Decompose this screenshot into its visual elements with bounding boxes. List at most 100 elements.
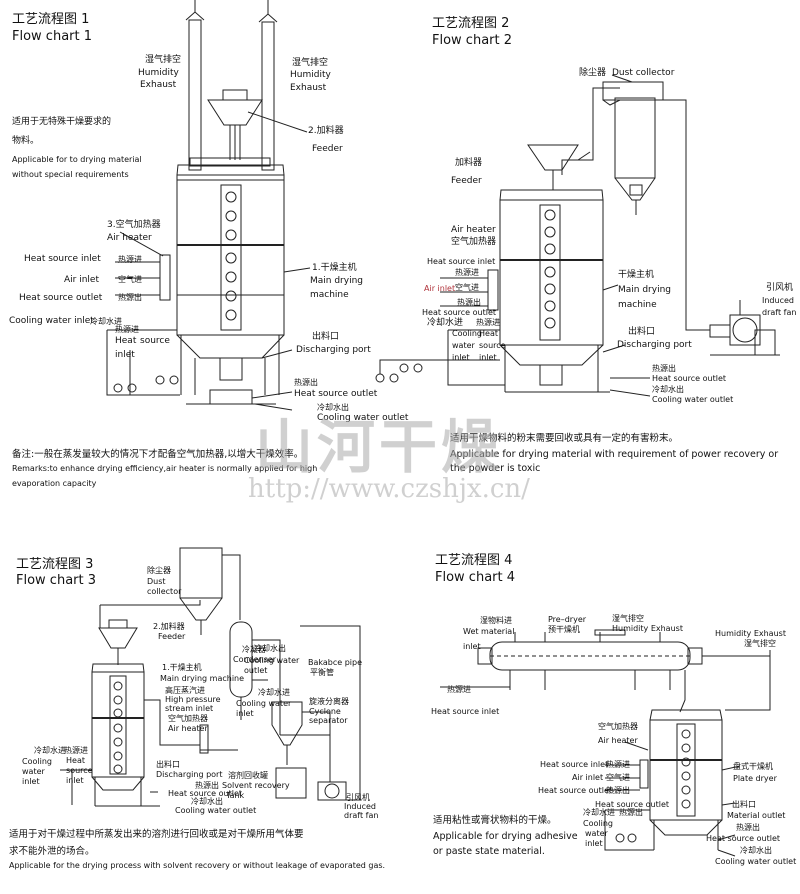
chart2-dust-collector <box>602 81 664 101</box>
chart3-left-heat-en2: source <box>66 766 93 775</box>
chart2-note-en2: the powder is toxic <box>450 463 541 474</box>
chart3-cyclone-en2: separator <box>309 716 348 725</box>
chart2-feeder-en: Feeder <box>451 176 482 186</box>
chart1-cool-in-en: Cooling water inlet <box>9 316 94 326</box>
chart4-cooling: Cooling <box>583 819 613 828</box>
chart2-hs-out-en: Heat source outlet <box>652 374 727 383</box>
chart2-heat-en-a: Heat <box>479 329 498 338</box>
chart4-cw-out-en: Cooling water outlet <box>715 857 797 866</box>
chart3-main-cn: 1.干燥主机 <box>162 663 202 672</box>
chart3-windows <box>113 681 123 774</box>
chart1-main-cn: 1.干燥主机 <box>312 263 357 273</box>
chart3-cw-in-en1: Cooling water <box>236 699 292 708</box>
chart3-hs-out-en: Heat source outlet <box>168 789 243 798</box>
chart4-note-en2: or paste state material. <box>433 846 545 857</box>
chart2-heat-en-c: inlet <box>479 353 497 362</box>
chart2-discharge-cn: 出料口 <box>628 327 656 337</box>
chart3-steam-en1: High pressure <box>165 695 221 704</box>
chart1-drawing <box>106 0 311 411</box>
chart4-hs-out-en: Heat source outlet <box>538 786 613 795</box>
watermark-cn: 山河干燥 <box>255 413 504 481</box>
chart3-air-heater <box>199 724 209 754</box>
chart2-heat-cn2: 热源进 <box>476 318 500 327</box>
chart4-predryer-cn: 预干燥机 <box>548 625 580 634</box>
chart4-hs-out3-cn: 热源出 <box>736 823 760 832</box>
chart1-cw-out-en: Cooling water outlet <box>317 413 409 423</box>
chart1-exhaust-pipe-right <box>261 21 275 171</box>
chart4-hs-out3-en: Heat source outlet <box>706 834 781 843</box>
chart2-drawing <box>375 74 780 397</box>
chart2-inlet-en: inlet <box>452 353 470 362</box>
chart4-hs-in-en: Heat source inlet <box>540 760 609 769</box>
chart4-heat-in-en: Heat source inlet <box>431 707 500 716</box>
chart3-left-heat-en3: inlet <box>66 776 84 785</box>
chart3-main-vessel <box>91 671 145 778</box>
chart3-title-en: Flow chart 3 <box>16 573 97 588</box>
chart2-fan-en2: draft fan <box>762 308 797 317</box>
chart4-cw-in-cn: 冷却水进 <box>583 808 615 817</box>
chart3-bakabce-cn: 平衡管 <box>310 668 334 677</box>
chart1-heat-out-cn: 热源出 <box>118 293 142 302</box>
chart3-steam-cn: 高压蒸汽进 <box>165 686 205 695</box>
chart1-main-en2: machine <box>310 290 349 300</box>
chart2-air-heater <box>487 269 499 311</box>
chart4-note-en1: Applicable for drying adhesive <box>433 831 578 842</box>
chart1-heat-out-en: Heat source outlet <box>19 293 103 303</box>
watermark-url: http://www.czshjx.cn/ <box>248 474 530 504</box>
chart3-feeder-hopper <box>98 627 138 649</box>
chart3-solvent-en2: Tank <box>226 791 245 800</box>
chart3-feeder-cn: 2.加料器 <box>153 622 185 631</box>
chart1-heat-in-cn: 热源进 <box>118 255 142 264</box>
chart1-air-in-cn: 空气进 <box>118 275 142 284</box>
chart1-title-cn: 工艺流程图 1 <box>12 12 90 27</box>
chart1-suitable-cn1: 适用于无特殊干燥要求的 <box>12 117 112 127</box>
chart1-remark-cn: 备注:一般在蒸发量较大的情况下才配备空气加热器,以增大干燥效率。 <box>12 449 304 460</box>
chart1-title-en: Flow chart 1 <box>12 29 93 44</box>
chart4-exhaust2-en: Humidity Exhaust <box>715 629 786 638</box>
chart2-dust-en: Dust collector <box>612 68 675 78</box>
chart2-title-cn: 工艺流程图 2 <box>432 16 510 31</box>
chart3-cw-out-cn: 冷却水出 <box>254 644 286 653</box>
chart2-main-cn: 干燥主机 <box>618 270 655 280</box>
chart4-exhaust2-cn: 湿气排空 <box>744 639 776 648</box>
chart2-main-en1: Main drying <box>618 285 672 295</box>
chart2-heat-in-en: Heat source inlet <box>427 257 496 266</box>
chart3-induced-fan <box>317 781 347 801</box>
chart4-hs-out-cn: 热源出 <box>606 786 630 795</box>
chart1-air-heater <box>159 254 171 301</box>
chart3-feeder-en: Feeder <box>158 632 186 641</box>
chart4-title-cn: 工艺流程图 4 <box>435 553 513 568</box>
chart2-cooling-en: Cooling <box>452 329 482 338</box>
chart1-suitable-en2: without special requirements <box>12 170 129 179</box>
chart4-air-in-en: Air inlet <box>572 773 604 782</box>
chart1-airheater-en: Air heater <box>107 233 152 243</box>
chart2-title-en: Flow chart 2 <box>432 33 513 48</box>
chart3-note-en: Applicable for the drying process with s… <box>9 861 386 870</box>
chart2-cw-out-cn: 冷却水出 <box>652 385 684 394</box>
chart4-cw-out-cn: 冷却水出 <box>740 846 772 855</box>
chart4-hs-out2-en: Heat source outlet <box>595 800 670 809</box>
chart3-condenser-cn: 冷凝器 <box>242 645 266 654</box>
chart4-discharge-cn: 出料口 <box>732 800 756 809</box>
chart3-solvent-en1: Solvent recovery <box>222 781 290 790</box>
chart1-exhaust2-cn: 湿气排空 <box>292 58 329 68</box>
chart1-heat-en-b: source <box>140 336 170 346</box>
chart3-fan-en2: draft fan <box>344 811 379 820</box>
chart1-suitable-en1: Applicable for to drying material <box>12 155 142 164</box>
chart1-cw-out-cn: 冷却水出 <box>317 403 349 412</box>
chart3-left-heat-en1: Heat <box>66 756 85 765</box>
chart3-note-cn2: 求不能外泄的场合。 <box>9 846 95 857</box>
chart4-air-heater <box>639 759 649 789</box>
chart3-cyclone-cn: 旋液分离器 <box>309 697 349 706</box>
chart1-feeder-hopper <box>207 99 263 126</box>
chart3-solvent-tank <box>275 767 307 799</box>
chart4-title-en: Flow chart 4 <box>435 570 516 585</box>
chart2-air-in-cn: 空气进 <box>455 283 479 292</box>
chart3-hs-out-cn: 热源出 <box>195 781 219 790</box>
chart2-hs-out-cn: 热源出 <box>652 364 676 373</box>
chart4-plate-en: Plate dryer <box>733 774 777 783</box>
chart3-fan-en1: Induced <box>344 802 376 811</box>
chart3-cwo-cn: 冷却水出 <box>191 797 223 806</box>
chart2-dust-cn: 除尘器 <box>579 68 607 78</box>
